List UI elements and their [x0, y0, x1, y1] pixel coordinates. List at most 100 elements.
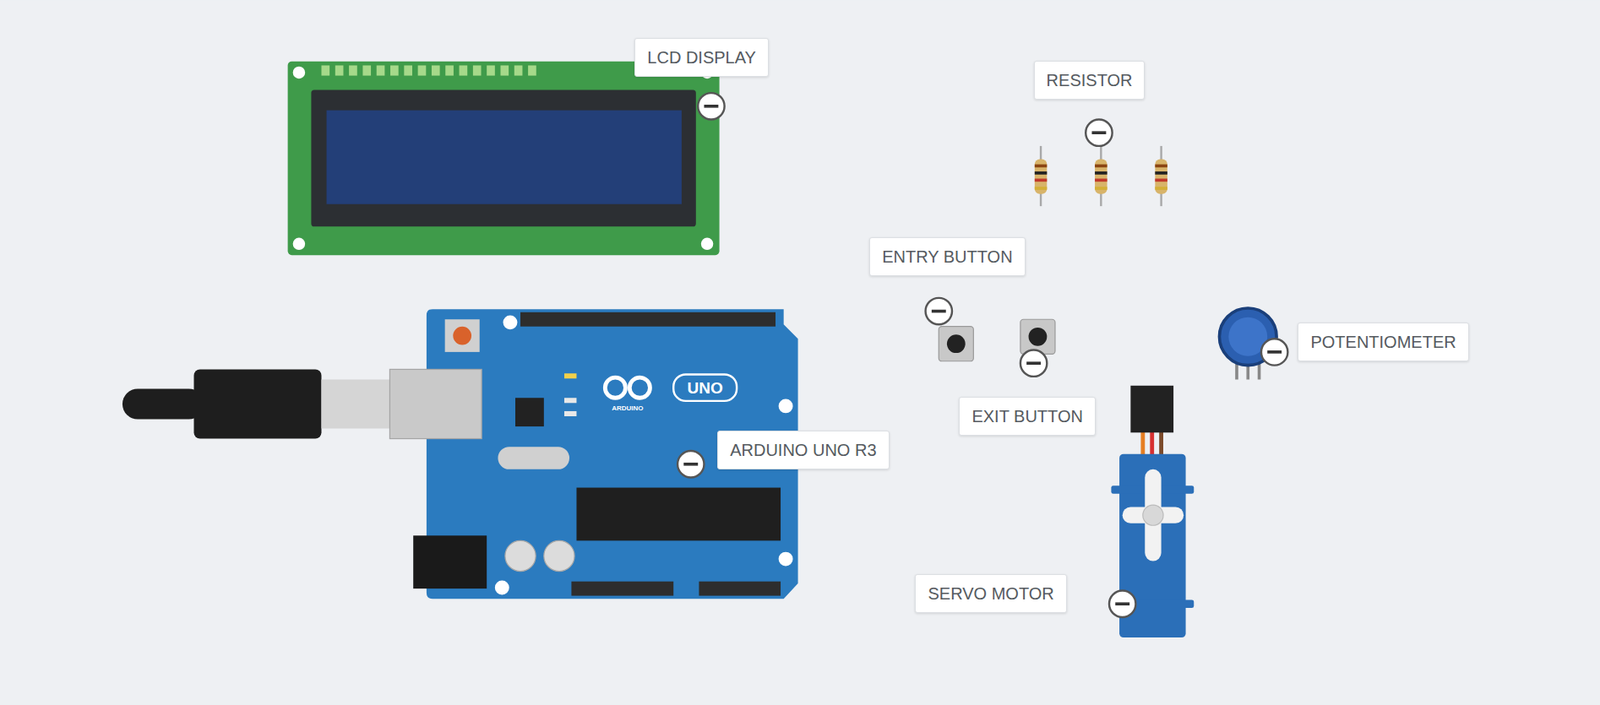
- delete-handle: [1085, 119, 1112, 146]
- handle-circle: [697, 92, 724, 120]
- handle-minus: [1267, 350, 1282, 354]
- button-base: [938, 326, 974, 362]
- handle-circle: [1261, 338, 1288, 365]
- pin: [431, 65, 441, 76]
- header: [571, 582, 674, 597]
- resistor-body: [1154, 159, 1167, 195]
- part-label: SERVO MOTOR: [914, 574, 1067, 614]
- resistor-band: [1154, 171, 1167, 175]
- resistor-symbol: [1034, 146, 1047, 207]
- crystal: [497, 446, 570, 470]
- pin: [527, 65, 537, 76]
- resistor-band: [1094, 179, 1107, 183]
- usb-metal: [321, 380, 390, 430]
- handle-minus: [683, 462, 698, 467]
- resistor-band: [1094, 164, 1107, 169]
- delete-handle: [1020, 349, 1047, 376]
- board-logo-text: ARDUINO: [602, 405, 654, 413]
- mount-hole: [778, 398, 794, 414]
- part-label: ENTRY BUTTON: [869, 237, 1025, 277]
- led: [564, 373, 577, 379]
- resistor-band: [1094, 171, 1107, 175]
- capacitor: [544, 540, 575, 572]
- resistor-symbol: [1094, 146, 1107, 207]
- delete-handle: [1261, 338, 1288, 365]
- microcontroller-chip: [576, 488, 781, 542]
- push-button: [938, 326, 974, 362]
- handle-circle: [1109, 591, 1136, 618]
- delete-handles: [677, 92, 1288, 618]
- pin: [486, 65, 496, 76]
- resistor-band: [1094, 186, 1107, 191]
- pin: [362, 65, 371, 76]
- servo-connector: [1130, 386, 1174, 434]
- button-cap: [1028, 327, 1048, 347]
- handle-circle: [1085, 119, 1112, 146]
- pin: [514, 65, 523, 76]
- header: [698, 582, 781, 597]
- pin: [390, 65, 399, 76]
- usb-socket: [389, 369, 482, 439]
- part-label: ARDUINO UNO R3: [717, 430, 889, 470]
- reset-base: [445, 319, 480, 353]
- handle-minus: [1115, 602, 1130, 606]
- led: [564, 411, 577, 417]
- cable-tail: [122, 388, 205, 420]
- resistor-band: [1154, 186, 1167, 191]
- lcd-pins: [321, 65, 536, 76]
- resistor-symbol: [1154, 146, 1167, 207]
- resistor-body: [1034, 159, 1047, 195]
- mount-hole: [778, 552, 794, 567]
- mount-hole: [701, 238, 713, 251]
- handle-minus: [1026, 361, 1041, 365]
- logo-ring: [604, 377, 626, 398]
- handle-minus: [1091, 130, 1106, 135]
- servo-hub: [1142, 505, 1164, 526]
- delete-handle: [925, 298, 953, 325]
- small-chip: [515, 397, 545, 427]
- mount-hole: [502, 315, 518, 330]
- pin: [500, 65, 509, 76]
- resistor-band: [1034, 179, 1047, 183]
- handle-minus: [703, 104, 719, 109]
- pin: [445, 65, 454, 76]
- board-logo-text: UNO: [673, 380, 737, 397]
- part-label: RESISTOR: [1034, 60, 1146, 100]
- handle-circle: [677, 451, 704, 478]
- uno-badge: [673, 374, 737, 401]
- mount-hole: [293, 238, 305, 251]
- usb-plug: [194, 369, 322, 439]
- handle-circle: [925, 298, 953, 325]
- led: [564, 397, 577, 403]
- pin: [376, 65, 386, 76]
- part-label: LCD DISPLAY: [634, 38, 769, 77]
- delete-handle: [1109, 591, 1136, 618]
- resistor-band: [1154, 164, 1167, 169]
- resistor-body: [1094, 159, 1107, 195]
- delete-handle: [677, 451, 704, 478]
- push-button: [1020, 319, 1056, 354]
- logo-ring: [629, 377, 650, 398]
- pin: [321, 65, 330, 76]
- part-label: POTENTIOMETER: [1297, 322, 1469, 362]
- lcd-board: [288, 61, 720, 256]
- mount-hole: [495, 580, 510, 595]
- lcd-screen: [326, 110, 682, 205]
- pin: [473, 65, 482, 76]
- part-label: EXIT BUTTON: [958, 397, 1096, 436]
- pin: [459, 65, 469, 76]
- resistor-band: [1034, 171, 1047, 175]
- button-base: [1020, 319, 1056, 354]
- lcd-frame: [310, 89, 696, 227]
- mount-hole: [293, 66, 305, 79]
- pin: [403, 65, 413, 76]
- pin: [335, 65, 344, 76]
- header: [520, 312, 776, 327]
- reset-button: [452, 326, 472, 346]
- resistor-band: [1034, 186, 1047, 191]
- handle-circle: [1020, 349, 1047, 376]
- delete-handle: [697, 92, 724, 120]
- button-cap: [946, 334, 966, 354]
